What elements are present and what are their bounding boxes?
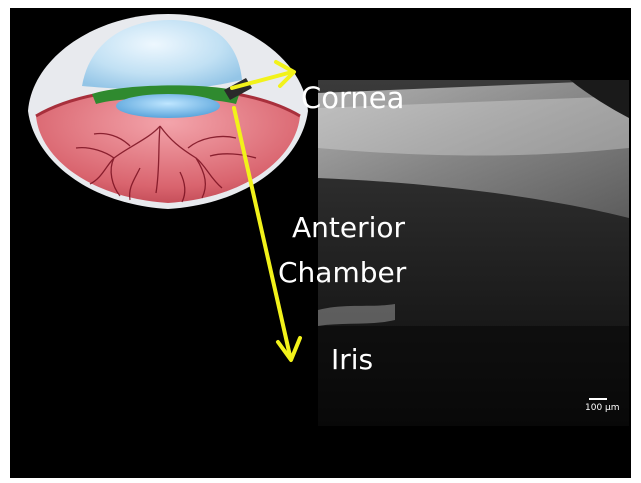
eye-cutaway-icon bbox=[28, 14, 308, 209]
cornea-label: Cornea bbox=[301, 84, 404, 113]
scale-bar bbox=[589, 398, 607, 400]
scale-bar-label: 100 µm bbox=[585, 403, 620, 413]
anterior-label: Anterior bbox=[292, 214, 405, 242]
iris-label: Iris bbox=[331, 346, 373, 374]
chamber-label: Chamber bbox=[278, 259, 406, 287]
figure-frame: Cornea Anterior Chamber Iris 100 µm bbox=[10, 8, 631, 478]
